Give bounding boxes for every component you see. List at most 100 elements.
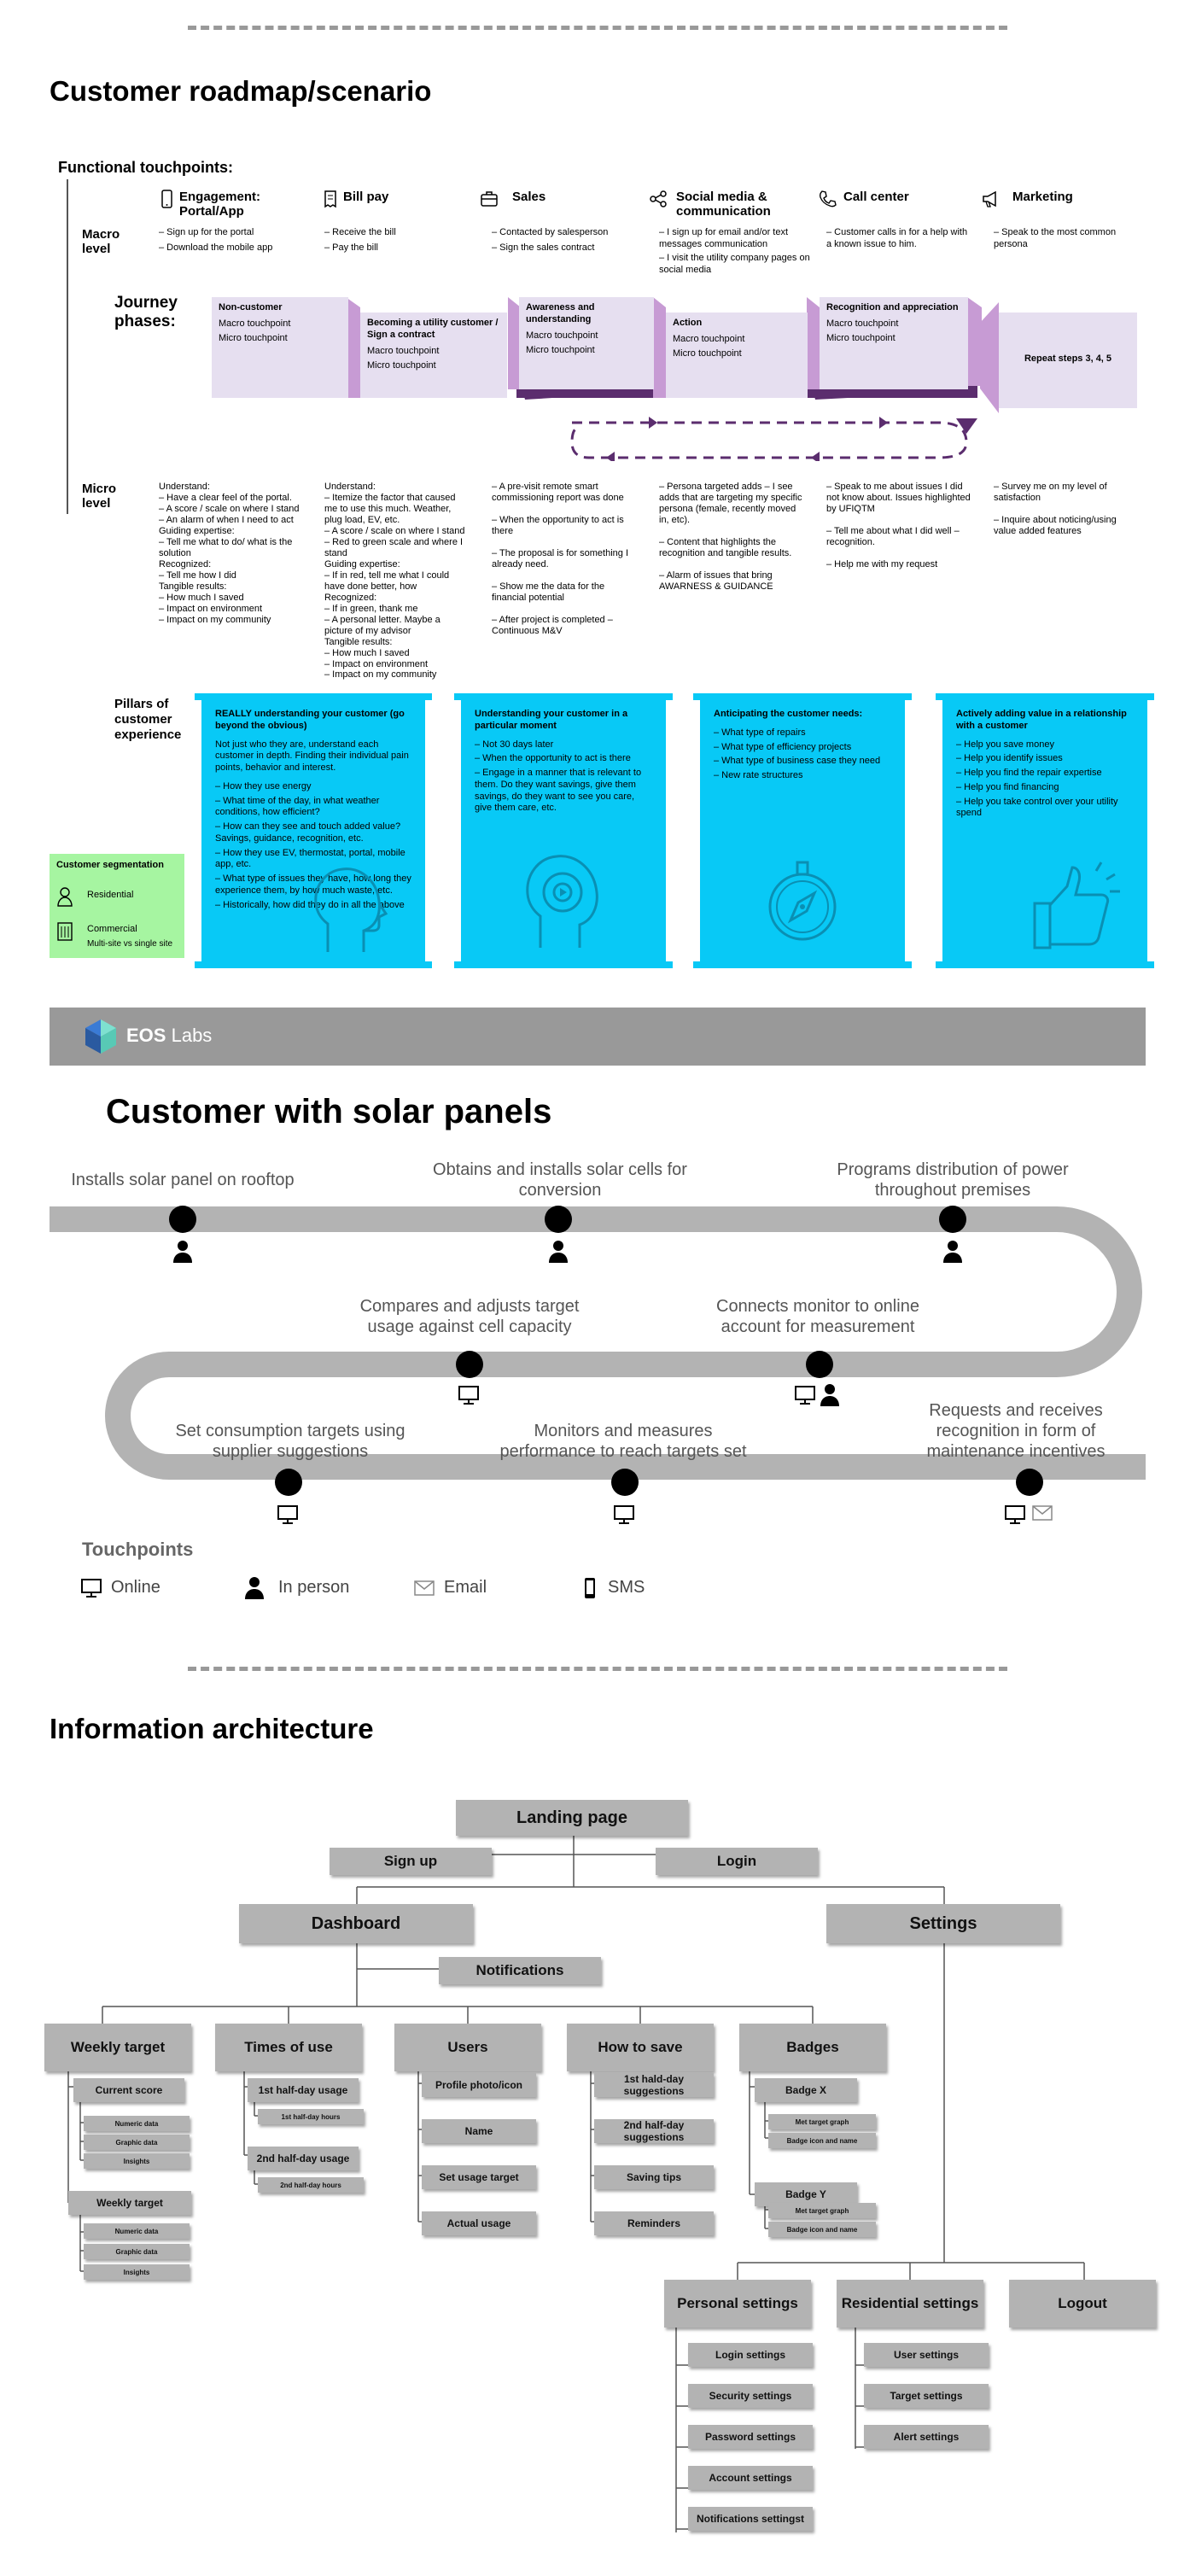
person-icon xyxy=(549,1241,568,1263)
section-divider xyxy=(188,26,1007,30)
step-dot xyxy=(456,1351,483,1378)
pillars-label: Pillars of customer experience xyxy=(114,697,182,742)
step-label: Obtains and installs solar cells for con… xyxy=(433,1160,687,1200)
ia-current-score: Current score xyxy=(73,2078,184,2102)
ia-saving-tips: Saving tips xyxy=(594,2165,714,2189)
micro-text: – Persona targeted adds – I see adds tha… xyxy=(659,482,802,592)
ia-times-of-use: Times of use xyxy=(215,2024,362,2071)
step-label: Programs distribution of power throughou… xyxy=(837,1160,1069,1200)
monitor-icon xyxy=(614,1505,634,1524)
ia-leaf: Numeric data xyxy=(84,2223,190,2239)
mobile-icon xyxy=(161,190,172,208)
ia-settings: Settings xyxy=(826,1904,1060,1943)
micro-text: – Survey me on my level of satisfaction … xyxy=(994,482,1117,536)
residential-icon xyxy=(57,887,73,907)
pillar-anticipating: Anticipating the customer needs: – What … xyxy=(700,700,905,961)
micro-text: Understand: – Have a clear feel of the p… xyxy=(159,482,300,625)
phase-repeat: Repeat steps 3, 4, 5 xyxy=(999,313,1137,408)
step-label: Set consumption targets using supplier s… xyxy=(175,1422,405,1461)
step-dot xyxy=(275,1469,302,1496)
ia-notifications: Notifications xyxy=(439,1957,601,1984)
macro-item: – Sign the sales contract xyxy=(492,242,595,253)
roadmap-title: Customer roadmap/scenario xyxy=(50,75,432,107)
ia-sign-up: Sign up xyxy=(330,1848,492,1875)
phone-icon xyxy=(585,1578,595,1598)
ia-leaf: Badge icon and name xyxy=(768,2133,876,2148)
megaphone-icon xyxy=(983,190,996,207)
monitor-icon xyxy=(1005,1505,1025,1524)
phase-non-customer: Non-customer Macro touchpoint Micro touc… xyxy=(212,297,348,398)
ia-leaf: 1st half-day hours xyxy=(258,2109,364,2124)
step-label: Monitors and measures performance to rea… xyxy=(499,1422,747,1461)
ia-dashboard: Dashboard xyxy=(239,1904,473,1943)
person-icon xyxy=(820,1384,839,1406)
ia-alert-settings: Alert settings xyxy=(864,2425,989,2449)
ia-leaf: Graphic data xyxy=(84,2244,190,2259)
macro-item: – I visit the utility company pages on s… xyxy=(659,253,810,275)
pillar-frames xyxy=(195,693,1154,968)
touchpoints-title: Touchpoints xyxy=(82,1539,194,1560)
ia-weekly-target-sub: Weekly target xyxy=(68,2191,191,2215)
pillar-understanding: REALLY understanding your customer (go b… xyxy=(201,700,425,961)
ia-reminders: Reminders xyxy=(594,2211,714,2235)
step-label: Connects monitor to online account for m… xyxy=(716,1297,919,1336)
macro-item: – Receive the bill xyxy=(324,227,396,237)
commercial-icon xyxy=(57,922,73,941)
ia-actual-usage: Actual usage xyxy=(422,2211,536,2235)
pillar-adding-value: Actively adding value in a relationship … xyxy=(942,700,1147,961)
macro-item: – Speak to the most common persona xyxy=(994,227,1117,249)
step-label: Compares and adjusts target usage agains… xyxy=(359,1297,580,1336)
ia-set-usage-target: Set usage target xyxy=(422,2165,536,2189)
macro-item: – I sign up for email and/or text messag… xyxy=(659,227,789,249)
ia-target-settings: Target settings xyxy=(864,2384,989,2408)
ia-weekly-target: Weekly target xyxy=(44,2024,191,2071)
step-dot xyxy=(1016,1469,1043,1496)
ia-leaf: Badge icon and name xyxy=(768,2222,876,2237)
journey-phases-label: Journey phases: xyxy=(114,294,178,330)
ia-first-half-suggestions: 1st hald-day suggestions xyxy=(594,2073,714,2097)
section-divider xyxy=(188,1667,1007,1671)
macro-item: – Contacted by salesperson xyxy=(492,227,609,237)
ia-leaf: Numeric data xyxy=(84,2116,190,2131)
head-gear-icon xyxy=(526,855,598,948)
ia-leaf: Insights xyxy=(84,2153,190,2169)
bill-icon xyxy=(324,190,336,208)
customer-segmentation: Customer segmentation Residential Commer… xyxy=(50,854,184,958)
ia-profile-photo: Profile photo/icon xyxy=(422,2073,536,2097)
ia-residential-settings: Residential settings xyxy=(837,2280,983,2328)
macro-item: – Pay the bill xyxy=(324,242,378,253)
eos-logo-icon xyxy=(85,1019,116,1054)
ia-leaf: Met target graph xyxy=(768,2114,876,2129)
brand-suffix: Labs xyxy=(171,1025,213,1046)
phone-icon xyxy=(819,190,837,207)
monitor-icon xyxy=(795,1386,815,1405)
step-dot xyxy=(939,1206,966,1233)
ia-personal-settings: Personal settings xyxy=(664,2280,811,2328)
ia-connectors xyxy=(67,1819,1085,2532)
step-dot xyxy=(545,1206,572,1233)
step-label: Installs solar panel on rooftop xyxy=(71,1171,295,1189)
ia-landing-page: Landing page xyxy=(456,1800,688,1836)
ia-title: Information architecture xyxy=(50,1713,374,1744)
ia-badges: Badges xyxy=(739,2024,886,2071)
solar-path xyxy=(50,1206,1146,1480)
ia-leaf: Insights xyxy=(84,2264,190,2280)
ia-logout: Logout xyxy=(1009,2280,1156,2328)
phase-becoming-customer: Becoming a utility customer / Sign a con… xyxy=(360,313,507,398)
ia-password-settings: Password settings xyxy=(688,2425,813,2449)
ia-badge-y: Badge Y xyxy=(755,2182,857,2206)
ia-account-settings: Account settings xyxy=(688,2466,813,2490)
ia-first-half-day-usage: 1st half-day usage xyxy=(248,2078,359,2102)
monitor-icon xyxy=(81,1579,102,1598)
micro-text: – A pre-visit remote smart commissioning… xyxy=(492,482,628,636)
micro-text: Understand: – Itemize the factor that ca… xyxy=(324,482,465,681)
monitor-icon xyxy=(277,1505,298,1524)
compass-icon xyxy=(768,861,837,941)
macro-item: – Download the mobile app xyxy=(159,242,273,253)
pillar-moment: Understanding your customer in a particu… xyxy=(461,700,666,961)
macro-item: – Sign up for the portal xyxy=(159,227,254,237)
step-dot xyxy=(806,1351,833,1378)
ia-badge-x: Badge X xyxy=(755,2078,857,2102)
ia-user-settings: User settings xyxy=(864,2343,989,2367)
ia-how-to-save: How to save xyxy=(567,2024,714,2071)
